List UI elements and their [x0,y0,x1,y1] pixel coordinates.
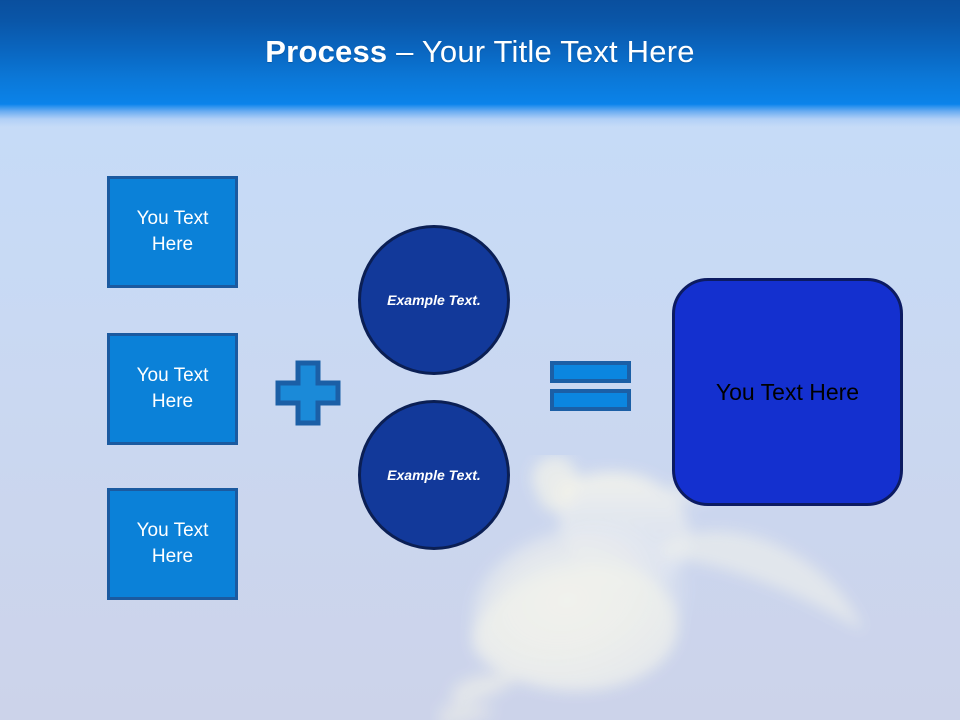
input-box-3[interactable]: You Text Here [107,488,238,600]
equals-bar-bottom [550,389,631,411]
page-title: Process – Your Title Text Here [0,34,960,70]
process-circle-2-label: Example Text. [387,467,481,483]
input-box-2-label: You Text Here [136,365,209,412]
process-circle-1-label: Example Text. [387,292,481,308]
input-box-1[interactable]: You Text Here [107,176,238,288]
header-band [0,0,960,105]
result-box[interactable]: You Text Here [672,278,903,506]
input-box-1-label: You Text Here [136,208,209,255]
plus-icon [275,360,341,426]
page-title-separator: – [387,34,422,69]
process-circle-1[interactable]: Example Text. [358,225,510,375]
equals-bar-top [550,361,631,383]
input-box-3-label: You Text Here [136,520,209,567]
page-title-rest: Your Title Text Here [421,34,695,69]
process-circle-2[interactable]: Example Text. [358,400,510,550]
page-title-bold: Process [265,34,388,69]
result-box-label: You Text Here [715,379,860,405]
equals-icon [550,361,631,411]
header-fade [0,104,960,130]
input-box-2[interactable]: You Text Here [107,333,238,445]
